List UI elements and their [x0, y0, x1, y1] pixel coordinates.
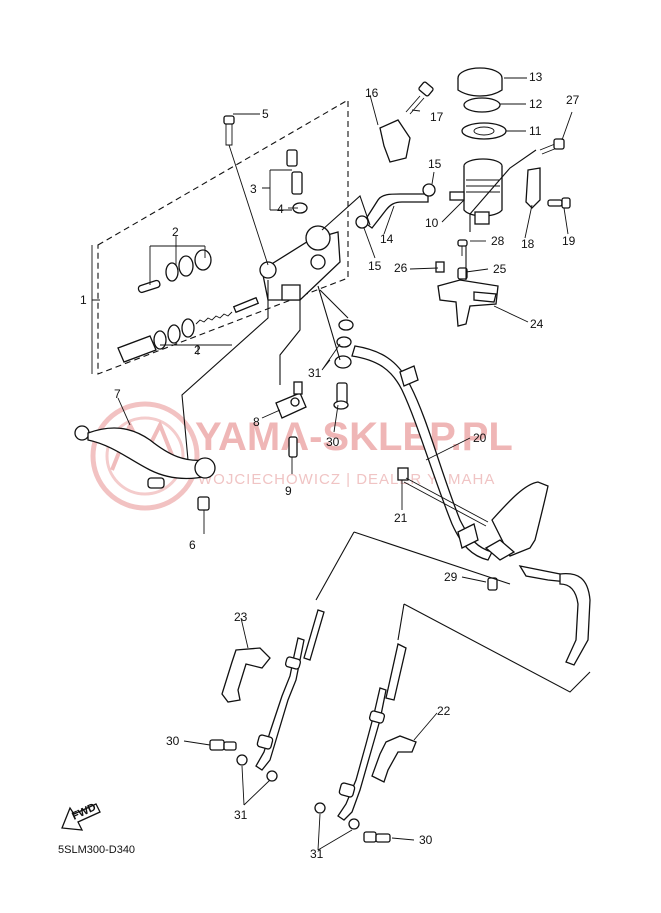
callout-25: 25 [493, 262, 507, 276]
reservoir-cap-13 [457, 67, 503, 97]
washers-right [314, 802, 360, 830]
callout-30: 30 [326, 435, 340, 449]
callout-9: 9 [285, 484, 292, 498]
bolt-25 [457, 267, 468, 280]
bracket-23 [221, 647, 271, 703]
washers-upper [334, 319, 354, 369]
callout-2: 2 [172, 225, 179, 239]
watermark: YAMA-SKLEP.PL WOJCIECHOWICZ | DEALER YAM… [90, 401, 513, 511]
bolt-27 [539, 138, 565, 155]
callout-26: 26 [394, 261, 408, 275]
pin-9 [288, 436, 298, 458]
callout-23: 23 [234, 610, 248, 624]
bleed-screw [286, 149, 308, 214]
union-bolt-upper [333, 382, 349, 410]
callout-2: 2 [194, 343, 201, 357]
callout-10: 10 [425, 216, 439, 230]
cable-tie-21 [397, 467, 489, 527]
callout-31: 31 [308, 366, 322, 380]
hose-14 [363, 193, 429, 229]
clip-15 [355, 183, 436, 229]
callout-14: 14 [380, 232, 394, 246]
callout-3: 3 [250, 182, 257, 196]
bolt-5 [223, 115, 269, 266]
diagram-code: 5SLM300-D340 [58, 844, 135, 856]
callout-8: 8 [253, 415, 260, 429]
reservoir-10 [449, 158, 503, 225]
watermark-brand: YAMA-SKLEP.PL [195, 415, 513, 459]
callout-11: 11 [529, 124, 542, 138]
washers-left [236, 754, 278, 782]
hose-end-right [484, 481, 591, 666]
callout-24: 24 [530, 317, 544, 331]
union-bolt-left [209, 739, 237, 751]
callout-17: 17 [430, 110, 444, 124]
callout-18: 18 [521, 237, 535, 251]
callout-30: 30 [419, 833, 433, 847]
union-bolt-right [363, 831, 391, 843]
callout-29: 29 [444, 570, 458, 584]
callout-31: 31 [310, 847, 324, 861]
bolt-29 [487, 577, 498, 591]
fwd-arrow-icon: FWD [61, 801, 101, 831]
callout-15: 15 [428, 157, 442, 171]
watermark-tagline: WOJCIECHOWICZ | DEALER YAMAHA [198, 471, 495, 488]
nut-6 [197, 496, 210, 511]
clevis-8 [275, 381, 307, 419]
assembly-outline [91, 99, 349, 375]
callout-13: 13 [529, 70, 543, 84]
diaphragm-11 [461, 122, 507, 140]
master-cylinder [259, 225, 341, 301]
callout-21: 21 [394, 511, 408, 525]
callout-27: 27 [566, 93, 580, 107]
callout-labels: 1 2 2 3 4 5 6 7 8 9 10 11 12 13 14 15 15… [80, 70, 580, 861]
brake-pedal [74, 425, 216, 489]
leader-lines [181, 149, 591, 693]
bracket-22 [371, 735, 417, 783]
lower-hose-left [255, 609, 325, 771]
callout-leaders [117, 77, 573, 851]
callout-7: 7 [114, 387, 121, 401]
callout-31: 31 [234, 808, 248, 822]
plate-12 [463, 97, 501, 113]
bracket-24 [437, 279, 499, 327]
bracket-16 [379, 119, 411, 163]
piston-kit-upper [137, 249, 212, 294]
lower-hose-right [337, 643, 407, 821]
callout-4: 4 [277, 202, 284, 216]
callout-28: 28 [491, 234, 505, 248]
piston-kit-lower [117, 296, 260, 363]
callout-22: 22 [437, 704, 451, 718]
callout-15: 15 [368, 259, 382, 273]
bracket-18 [525, 167, 541, 209]
callout-6: 6 [189, 538, 196, 552]
nut-26 [435, 261, 445, 273]
callout-1: 1 [80, 293, 87, 307]
callout-30: 30 [166, 734, 180, 748]
bolt-28 [457, 239, 468, 256]
callout-5: 5 [262, 107, 269, 121]
callout-20: 20 [473, 431, 487, 445]
bolt-19 [547, 197, 571, 209]
brake-hose-20 [351, 345, 493, 561]
bolt-17 [405, 81, 434, 115]
callout-16: 16 [365, 86, 379, 100]
callout-19: 19 [562, 234, 576, 248]
callout-12: 12 [529, 97, 543, 111]
